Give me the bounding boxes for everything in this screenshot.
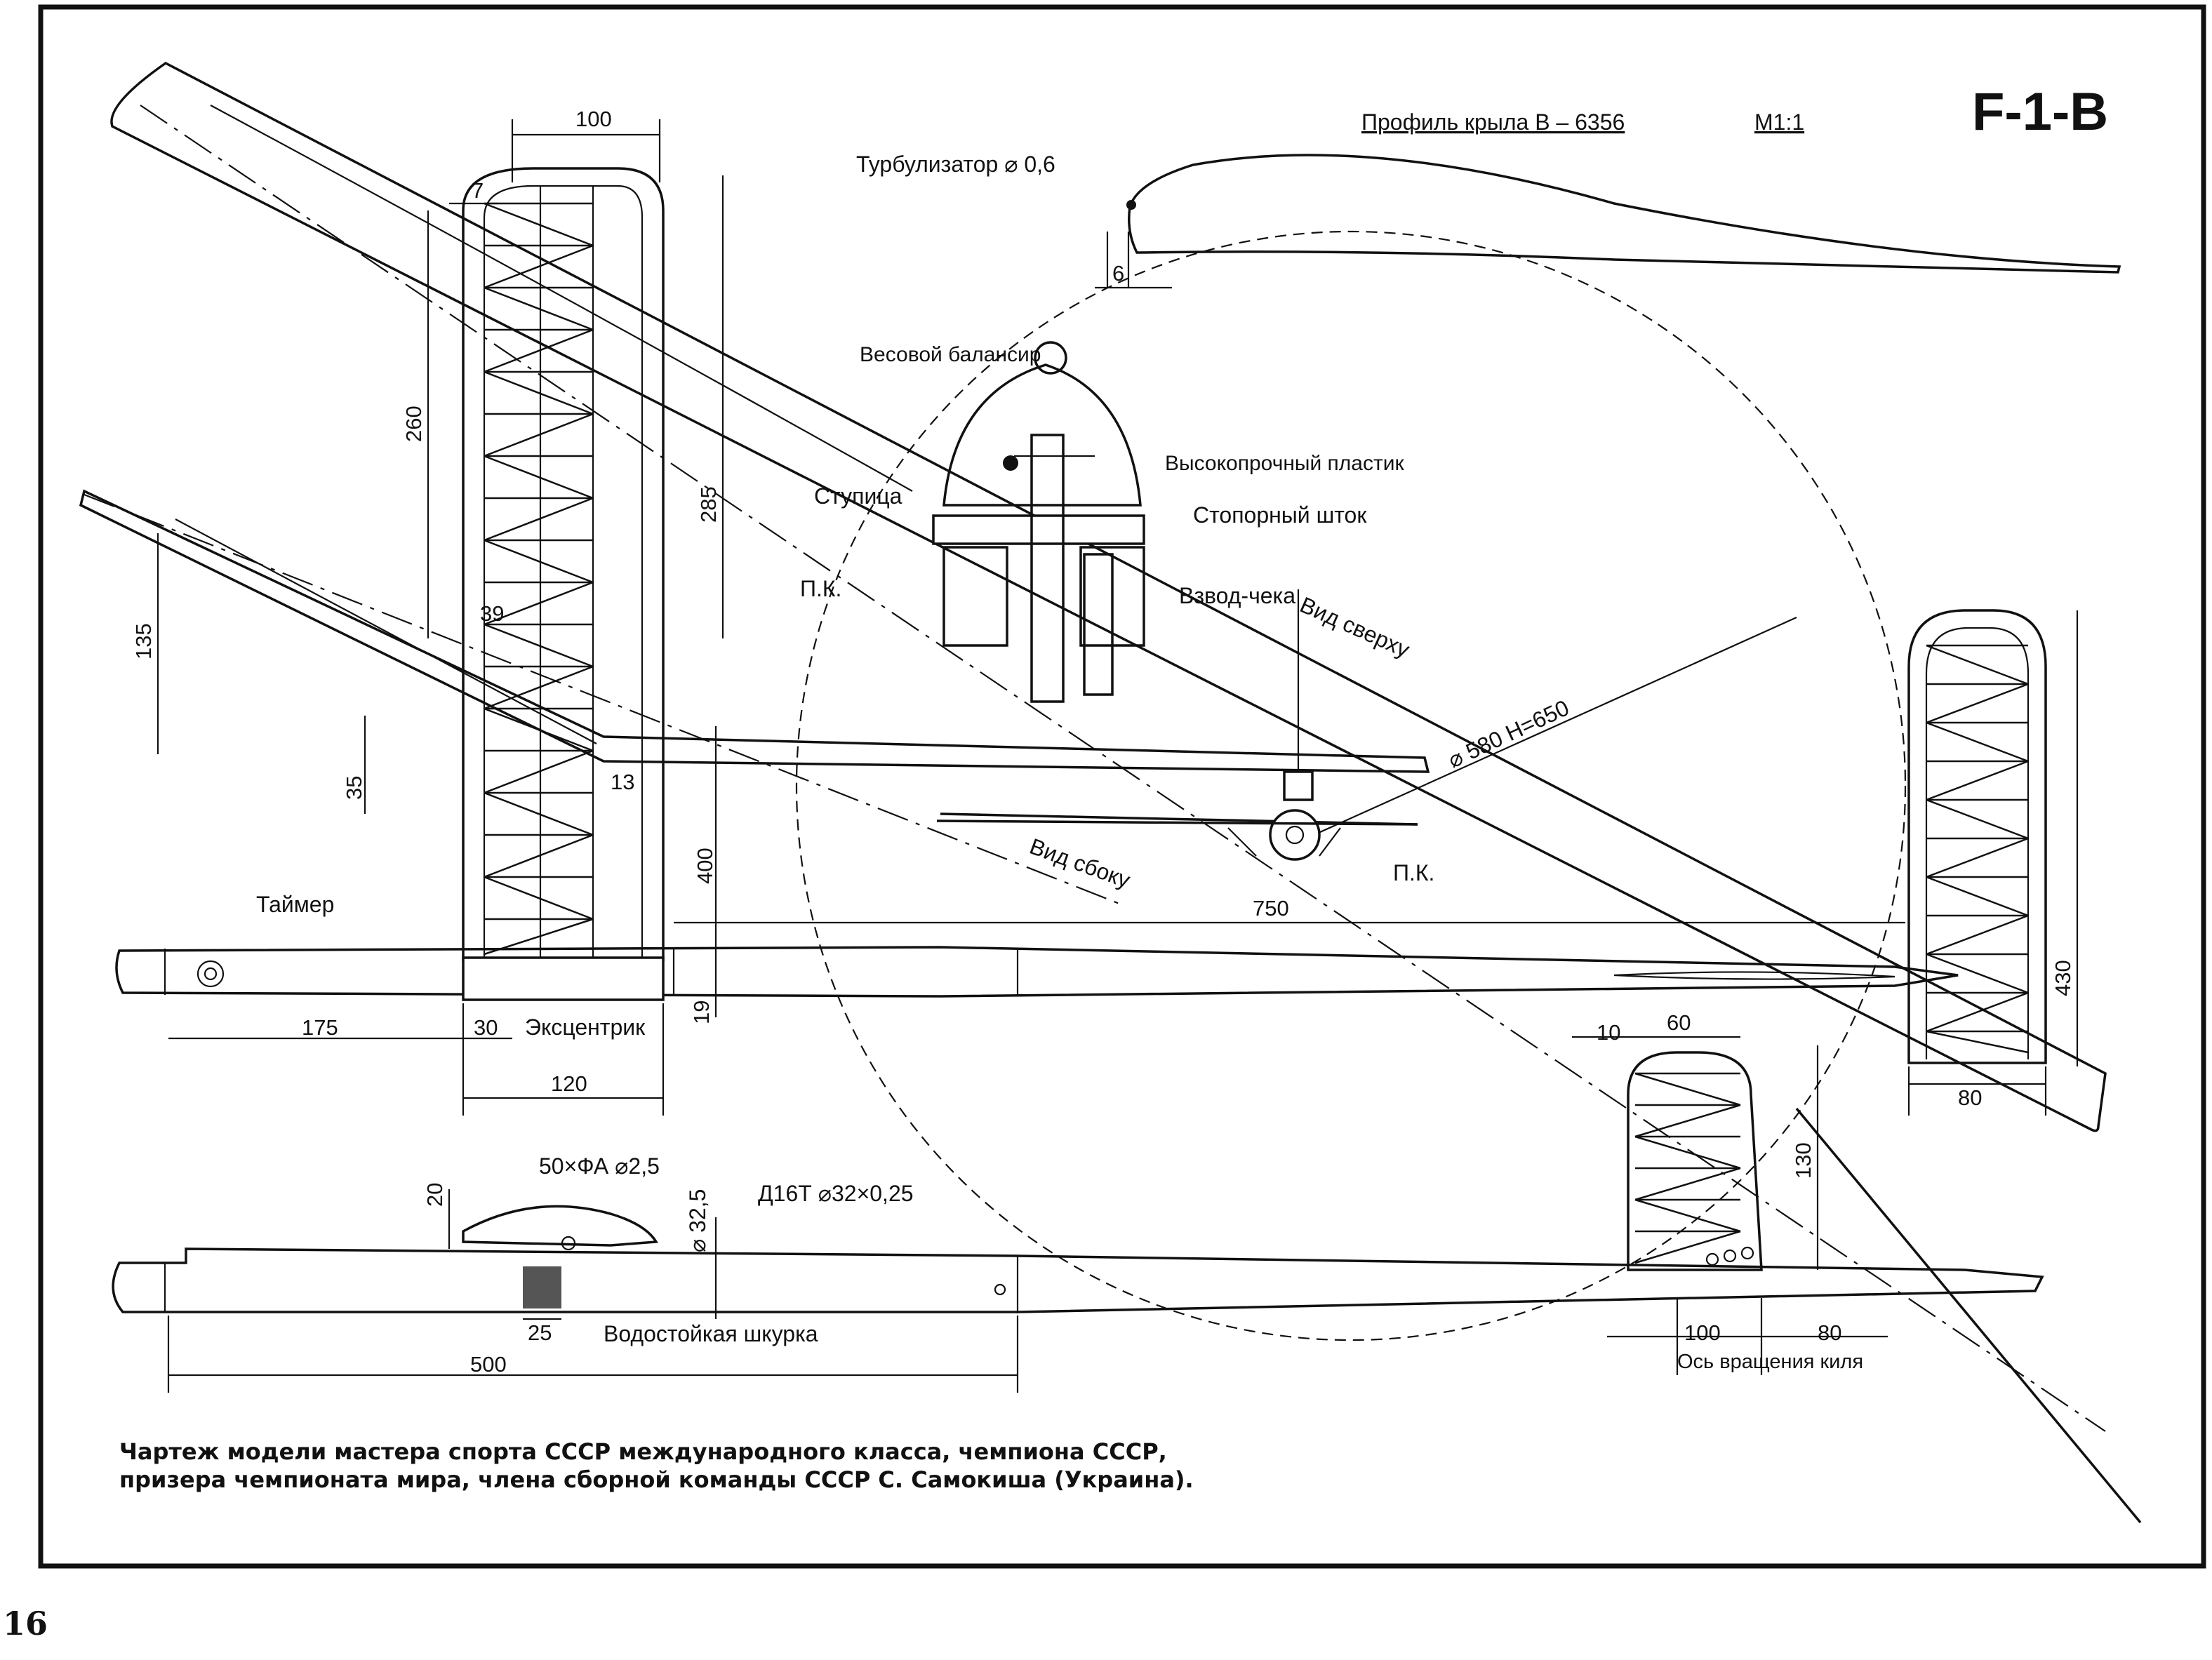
dim-19: 19: [689, 1000, 714, 1024]
rib-strut: [1926, 798, 2029, 840]
dim-175: 175: [302, 1015, 338, 1040]
rib-strut: [1926, 1030, 2029, 1054]
dim-80a: 80: [1958, 1085, 1982, 1110]
rib-strut: [484, 244, 594, 289]
dim-400: 400: [693, 848, 717, 884]
stabilizer: [462, 167, 665, 961]
pk-label-1: П.К.: [800, 576, 841, 601]
pin-label: Взвод-чека: [1179, 583, 1295, 608]
axis-label: Ось вращения киля: [1677, 1351, 1863, 1373]
eccentric-label: Эксцентрик: [525, 1015, 646, 1040]
side-view-label: Вид сбоку: [1027, 834, 1134, 893]
spring-label: 50×ФА ⌀2,5: [539, 1153, 660, 1179]
prop-side-detail: [936, 589, 1418, 861]
tube-label: Д16Т ⌀32×0,25: [758, 1181, 914, 1206]
dim-135: 135: [131, 623, 156, 660]
te-dim: 6: [1112, 261, 1124, 286]
drawing-frame: [38, 4, 2206, 1569]
rib-strut: [484, 665, 594, 710]
turbulator-label: Турбулизатор ⌀ 0,6: [856, 152, 1055, 177]
rib-strut: [1926, 991, 2029, 1033]
rib-strut: [1926, 914, 2029, 956]
rib-strut: [484, 876, 594, 921]
pk-label-2: П.К.: [1393, 860, 1434, 885]
dimension-lines: [156, 119, 2079, 1393]
rib-strut: [484, 791, 594, 836]
dim-60: 60: [1667, 1010, 1691, 1035]
top-view-label: Вид сверху: [1296, 592, 1413, 663]
dim-13: 13: [611, 770, 634, 794]
rib-strut: [484, 623, 594, 668]
rib-strut: [484, 328, 594, 373]
rib-strut: [484, 413, 594, 457]
rib-strut: [484, 370, 594, 415]
timer-label: Таймер: [256, 892, 334, 917]
rib-strut: [484, 202, 594, 247]
fuselage-side: [112, 1051, 2044, 1313]
rib-strut: [484, 286, 594, 331]
rib-strut: [484, 497, 594, 542]
prop-hub-detail: [932, 341, 1145, 703]
rib-strut: [1634, 1135, 1741, 1170]
sandpaper-label: Водостойкая шкурка: [604, 1321, 818, 1346]
dim-20: 20: [422, 1183, 447, 1207]
plastic-label: Высокопрочный пластик: [1165, 452, 1404, 475]
hub-label: Ступица: [814, 483, 902, 509]
dim-750: 750: [1253, 896, 1289, 921]
rib-strut: [484, 455, 594, 500]
rib-strut: [484, 581, 594, 626]
wing-side-view: [79, 489, 1430, 906]
main-wing: [110, 61, 2107, 1432]
sandpaper-patch: [523, 1266, 561, 1308]
dim-25: 25: [528, 1320, 552, 1345]
dim-7: 7: [472, 178, 484, 203]
wing-edge-lower: [1795, 1107, 2142, 1524]
rib-strut: [1634, 1198, 1741, 1233]
dim-285: 285: [696, 486, 721, 523]
scale-label: М1:1: [1754, 109, 1804, 135]
diameter-label: ⌀ 32,5: [685, 1189, 710, 1252]
profile-label: Профиль крыла В – 6356: [1361, 109, 1625, 135]
rib-strut: [484, 834, 594, 878]
rib-strut: [1634, 1072, 1741, 1106]
fin-right: [1907, 609, 2047, 1064]
stop-rod-label: Стопорный шток: [1193, 502, 1367, 528]
rib-strut: [484, 749, 594, 794]
rib-strut: [1926, 760, 2029, 801]
dim-35: 35: [342, 776, 366, 800]
rib-strut: [1926, 837, 2029, 878]
rib-strut: [1926, 644, 2029, 685]
rib-strut: [1926, 876, 2029, 917]
dim-39: 39: [480, 601, 504, 626]
dim-120: 120: [551, 1071, 587, 1096]
rib-strut: [484, 539, 594, 584]
prop-disc-circle: [795, 230, 1907, 1341]
page-number: 16: [3, 1605, 48, 1642]
rib-strut: [1634, 1104, 1741, 1138]
dim-10: 10: [1597, 1020, 1620, 1045]
dim-80b: 80: [1818, 1320, 1841, 1345]
dim-430: 430: [2051, 960, 2075, 996]
rib-strut: [1634, 1167, 1741, 1201]
dim-100: 100: [575, 107, 612, 131]
rib-strut: [1634, 1230, 1741, 1264]
rib-strut: [1926, 683, 2029, 724]
fuselage-top: [115, 946, 1959, 1001]
dim-130: 130: [1791, 1142, 1815, 1179]
caption-line-2: призера чемпионата мира, члена сборной к…: [119, 1466, 1194, 1493]
caption-line-1: Чартеж модели мастера спорта СССР междун…: [119, 1438, 1167, 1465]
rib-strut: [1926, 953, 2029, 994]
dim-30: 30: [474, 1015, 498, 1040]
drawing-title: F-1-B: [1972, 82, 2108, 142]
dim-500: 500: [470, 1352, 507, 1377]
balancer-label: Весовой балансир: [860, 343, 1041, 366]
rib-strut: [1926, 721, 2029, 763]
dim-260: 260: [401, 406, 426, 442]
prop-dim-label: ⌀ 580 H=650: [1444, 695, 1573, 772]
dim-100b: 100: [1684, 1320, 1721, 1345]
airfoil-profile: [1095, 154, 2121, 289]
